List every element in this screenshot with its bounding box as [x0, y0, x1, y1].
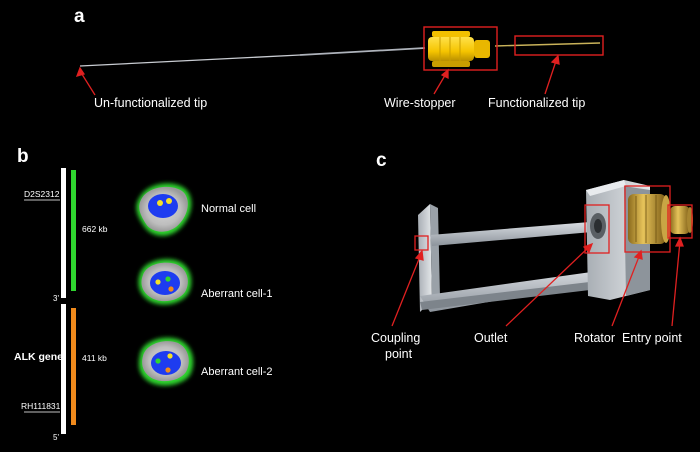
- normal-cell-illustration: [136, 183, 192, 236]
- green-probe-bar: [71, 170, 76, 291]
- panel-b-letter: b: [17, 146, 29, 167]
- panel-c-arrows: [391, 236, 684, 327]
- panel-a: a Un-functionalized: [74, 6, 604, 110]
- wire-stopper-label: Wire-stopper: [384, 96, 456, 110]
- five-prime-label: 5': [53, 433, 59, 442]
- coupling-point-label-line1: Coupling: [371, 331, 420, 345]
- functionalized-tip-highlight-box: [514, 35, 604, 56]
- green-probe-length: 662 kb: [82, 224, 108, 234]
- aberrant-cell-1-label: Aberrant cell-1: [201, 288, 273, 300]
- functionalized-tip-label: Functionalized tip: [488, 96, 585, 110]
- outlet-label: Outlet: [474, 331, 508, 345]
- panel-c: c: [371, 150, 693, 361]
- guide-wire: [79, 42, 601, 67]
- chromosome-bar-upper: [61, 168, 66, 298]
- panel-c-letter: c: [376, 150, 387, 171]
- aberrant-cell-2-label: Aberrant cell-2: [201, 366, 273, 378]
- coupling-point-label-line2: point: [385, 347, 413, 361]
- holder-device-illustration: [418, 180, 693, 312]
- top-marker-label: D2S2312: [24, 189, 60, 199]
- orange-probe-length: 411 kb: [82, 353, 107, 363]
- aberrant-cell-1-illustration: [138, 259, 192, 305]
- entry-point-label: Entry point: [622, 331, 682, 345]
- rotator-label: Rotator: [574, 331, 615, 345]
- panel-a-arrows: [75, 54, 560, 96]
- outlet-highlight-box: [584, 204, 610, 254]
- rotator-highlight-box: [624, 185, 671, 253]
- alk-gene-label: ALK gene: [14, 351, 63, 363]
- coupling-point-highlight-box: [414, 235, 429, 251]
- aberrant-cell-2-illustration: [138, 337, 194, 386]
- three-prime-label: 3': [53, 294, 59, 303]
- unfunctionalized-tip-label: Un-functionalized tip: [94, 96, 207, 110]
- normal-cell-label: Normal cell: [201, 203, 256, 215]
- panel-b: b D2S2312 RH111831 3' 5' ALK gene 662 kb…: [14, 146, 273, 442]
- bottom-marker-label: RH111831: [21, 401, 61, 411]
- chromosome-bar-lower: [61, 304, 66, 434]
- panel-a-letter: a: [74, 6, 85, 27]
- orange-probe-bar: [71, 308, 76, 425]
- wire-stopper-cap: [428, 31, 490, 67]
- wire-stopper-highlight-box: [423, 26, 498, 71]
